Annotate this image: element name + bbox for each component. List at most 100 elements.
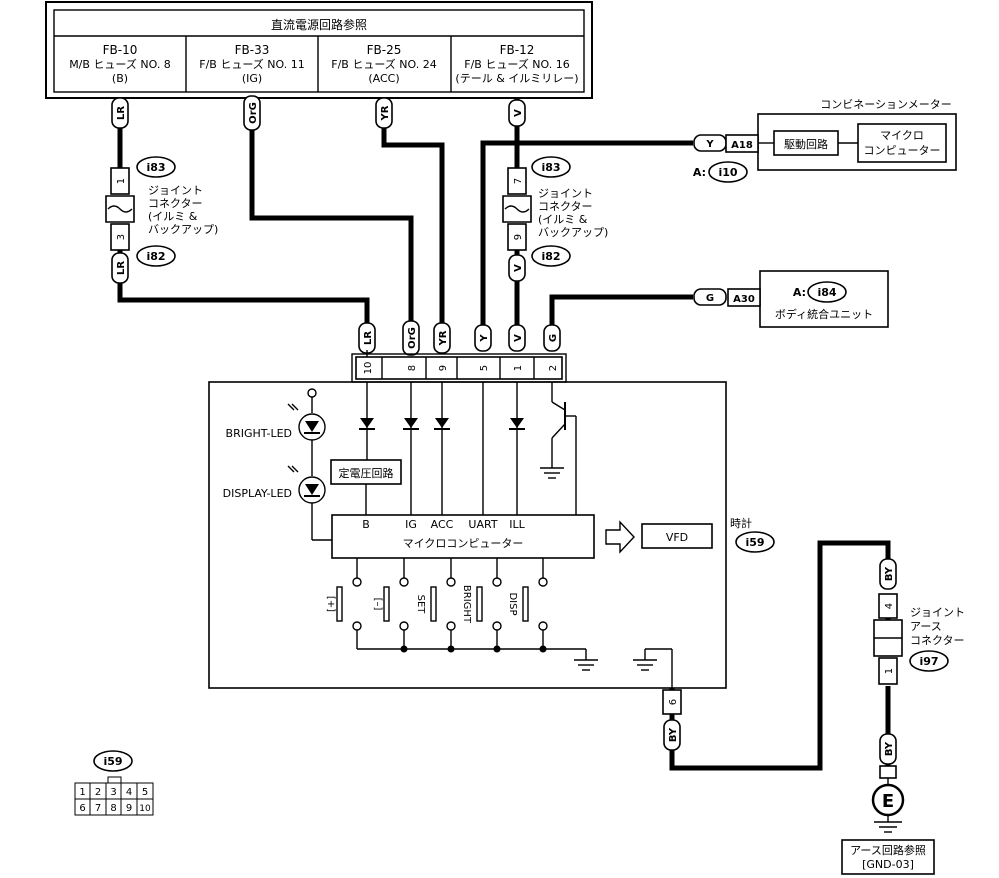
mcu-pin-ill: ILL [509, 518, 525, 531]
clock-name: 時計 [730, 516, 752, 530]
legend-cell-1: 1 [79, 787, 85, 798]
joint-left-line3: (イルミ & [148, 210, 198, 223]
switch-plus: [+] [325, 596, 336, 612]
clock-unit: 時計 i59 定電圧回路 [208, 381, 775, 689]
wire-g [549, 294, 693, 326]
joint-left-line1: ジョイント [148, 184, 203, 197]
legend-cell-5: 5 [142, 787, 148, 798]
fuse-fb10-code: FB-10 [103, 43, 138, 57]
joint-left-pin-1: 1 [116, 178, 127, 184]
joint-left-line4: バックアップ) [148, 223, 218, 236]
earth-joint-ref: i97 [919, 655, 938, 668]
earth-ref-line1: アース回路参照 [850, 843, 926, 857]
wire-label-yr: YR [380, 105, 391, 121]
vfd-label: VFD [666, 531, 688, 544]
joint-left-ref-bottom: i82 [146, 250, 165, 263]
meter-ref-prefix: A: [693, 166, 706, 179]
joint-right-pin-7: 7 [513, 178, 524, 184]
voltage-regulator: 定電圧回路 [339, 466, 394, 480]
earth-point: E アース回路参照 [GND-03] [841, 765, 935, 875]
fuse-fb25-circuit: (ACC) [368, 72, 399, 85]
switch-bright: BRIGHT [461, 585, 472, 624]
mcu-pin-ig: IG [405, 518, 417, 531]
joint-right-ref-bottom: i82 [541, 250, 560, 263]
wire-label-lr: LR [116, 106, 127, 120]
wire-by-clock [669, 540, 891, 771]
header-title: 直流電源回路参照 [271, 17, 367, 32]
combination-meter: コンビネーションメーター A18 駆動回路 マイクロ コンピューター A: i1… [693, 98, 957, 183]
body-ref-prefix: A: [793, 286, 806, 299]
clock-pin-9: 9 [438, 365, 449, 371]
switch-minus: [–] [372, 598, 383, 611]
meter-pin-a18: A18 [731, 140, 753, 151]
body-pin-a30: A30 [733, 294, 755, 305]
legend-cell-10: 10 [139, 804, 151, 814]
clock-ref: i59 [745, 536, 764, 549]
wire-label-v-low: V [513, 264, 524, 272]
wire-label-y-clock: Y [479, 334, 490, 343]
joint-right-line4: バックアップ) [538, 226, 608, 239]
wire-labels: LR OrG YR V LR V LR OrG YR Y V G BY BY B… [111, 95, 897, 765]
meter-title: コンビネーションメーター [820, 98, 951, 111]
fuse-fb12-code: FB-12 [500, 43, 535, 57]
earth-joint-line3: コネクター [910, 634, 965, 647]
wire-label-g-clock: G [548, 334, 559, 342]
joint-left-ref-top: i83 [146, 161, 165, 174]
legend-cell-7: 7 [95, 803, 101, 814]
wire-label-org: OrG [248, 102, 259, 124]
mcu-pin-uart: UART [468, 518, 497, 531]
wire-org [249, 98, 414, 326]
fuse-fb12-name: F/B ヒューズ NO. 16 [464, 57, 569, 71]
wire-label-org-clock: OrG [407, 327, 418, 349]
clock-pin-8: 8 [407, 365, 418, 371]
display-led-label: DISPLAY-LED [223, 487, 292, 500]
fuse-fb33-name: F/B ヒューズ NO. 11 [199, 57, 304, 71]
fuse-fb25-code: FB-25 [367, 43, 402, 57]
legend-cell-2: 2 [95, 787, 101, 798]
wire-label-yr-clock: YR [438, 330, 449, 346]
earth-joint-pin-1: 1 [884, 668, 895, 674]
fuse-fb33-code: FB-33 [235, 43, 270, 57]
wire-label-by-clock: BY [668, 727, 679, 742]
joint-right-line2: コネクター [538, 200, 593, 213]
joint-right-line1: ジョイント [538, 187, 593, 200]
fuse-fb10-name: M/B ヒューズ NO. 8 [69, 57, 171, 71]
meter-mc-line2: コンピューター [864, 144, 941, 157]
clock-pin-6: 6 [668, 699, 679, 705]
wire-label-lr-clock: LR [363, 331, 374, 345]
clock-pin-1: 1 [513, 365, 524, 371]
earth-symbol: E [882, 791, 894, 812]
clock-pin-5: 5 [479, 365, 490, 371]
mcu-pin-b: B [362, 518, 370, 531]
clock-pin-6-terminal: 6 [662, 689, 682, 715]
earth-ref-line2: [GND-03] [862, 858, 914, 871]
clock-pin-2: 2 [548, 365, 559, 371]
fuse-fb25-name: F/B ヒューズ NO. 24 [331, 57, 436, 71]
switch-disp: DISP [507, 592, 518, 615]
power-reference-header: 直流電源回路参照 FB-10 M/B ヒューズ NO. 8 (B) FB-33 … [45, 1, 593, 99]
joint-left-line2: コネクター [148, 197, 203, 210]
mcu-label: マイクロコンピューター [403, 537, 524, 550]
legend-cell-4: 4 [126, 787, 132, 798]
wire-label-y-meter: Y [705, 139, 714, 150]
joint-connector-left: 1 3 i83 i82 ジョイント コネクター (イルミ & バックアップ) [105, 156, 218, 267]
connector-legend-i59: i59 1 2 3 4 5 6 7 8 9 10 [74, 750, 154, 816]
legend-ref: i59 [103, 755, 122, 768]
switch-set: SET [415, 595, 426, 615]
earth-joint-pin-4: 4 [884, 603, 895, 609]
meter-ref: i10 [718, 166, 737, 179]
clock-terminal-row: 10 8 9 5 1 2 [351, 350, 567, 383]
fuse-fb10-circuit: (B) [112, 72, 128, 85]
wire-label-g-body: G [706, 293, 714, 304]
legend-cell-9: 9 [126, 803, 132, 814]
clock-pin-10: 10 [363, 362, 374, 375]
legend-cell-3: 3 [110, 787, 116, 798]
wire-label-lr-low: LR [116, 261, 127, 275]
fuse-fb12-circuit: (テール & イルミリレー) [455, 72, 578, 85]
joint-connector-right: 7 9 i83 i82 ジョイント コネクター (イルミ & バックアップ) [502, 156, 608, 267]
body-ref: i84 [817, 286, 836, 299]
joint-left-pin-3: 3 [116, 234, 127, 240]
body-unit-name: ボディ統合ユニット [775, 307, 873, 321]
legend-cell-8: 8 [110, 803, 116, 814]
